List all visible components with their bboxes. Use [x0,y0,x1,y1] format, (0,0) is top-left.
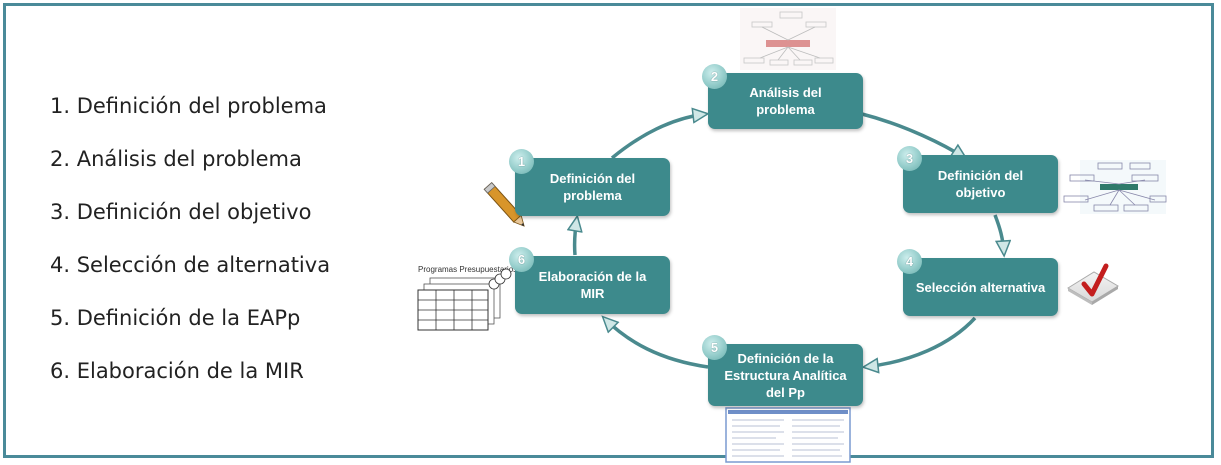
cycle-step-5: 5 Definición de la Estructura Analítica … [702,335,863,406]
cycle-step-label: Análisis del problema [749,85,822,117]
list-item: 3. Definición del objetivo [50,200,312,224]
arrow-6-to-1 [575,218,577,256]
programas-label: Programas Presupuestarios [418,265,517,274]
cycle-step-1: 1 Definición del problema [509,149,670,216]
list-item: 1. Definición del problema [50,94,327,118]
list-item: 6. Elaboración de la MIR [50,359,304,383]
step-number-badge: 5 [702,335,727,360]
steps-list: 1. Definición del problema 2. Análisis d… [50,90,330,408]
document-icon [725,407,851,463]
arrow-4-to-5 [865,316,977,367]
step-number-badge: 4 [897,249,922,274]
problem-tree-icon [740,8,836,70]
cycle-step-label: Elaboración de la MIR [538,269,647,301]
cycle-step-label: Definición del problema [549,171,636,203]
arrow-2-to-3 [861,112,965,158]
step-number-badge: 2 [702,64,727,89]
arrow-3-to-4 [993,214,1004,254]
step-number-badge: 3 [897,146,922,171]
list-item: 4. Selección de alternativa [50,253,331,277]
list-item: 2. Análisis del problema [50,147,302,171]
cycle-step-label: Definición del objetivo [937,168,1024,200]
cycle-step-6: 6 Elaboración de la MIR [509,247,670,314]
pencil-icon [483,181,525,227]
arrow-1-to-2 [610,114,706,160]
program-tables-icon: Programas Presupuestarios [417,265,517,331]
step-number-badge: 1 [509,149,534,174]
objective-tree-icon [1063,160,1167,214]
slide-frame [3,3,1214,458]
list-item: 5. Definición de la EAPp [50,306,301,330]
cycle-step-4: 4 Selección alternativa [897,249,1058,316]
cycle-step-label: Selección alternativa [915,279,1046,295]
cycle-step-3: 3 Definición del objetivo [897,146,1058,213]
arrow-5-to-6 [604,318,709,369]
step-number-badge: 6 [509,247,534,272]
checkbox-icon [1067,263,1119,305]
cycle-step-label: Definición de la Estructura Analítica de… [724,350,847,400]
cycle-step-2: 2 Análisis del problema [702,64,863,129]
